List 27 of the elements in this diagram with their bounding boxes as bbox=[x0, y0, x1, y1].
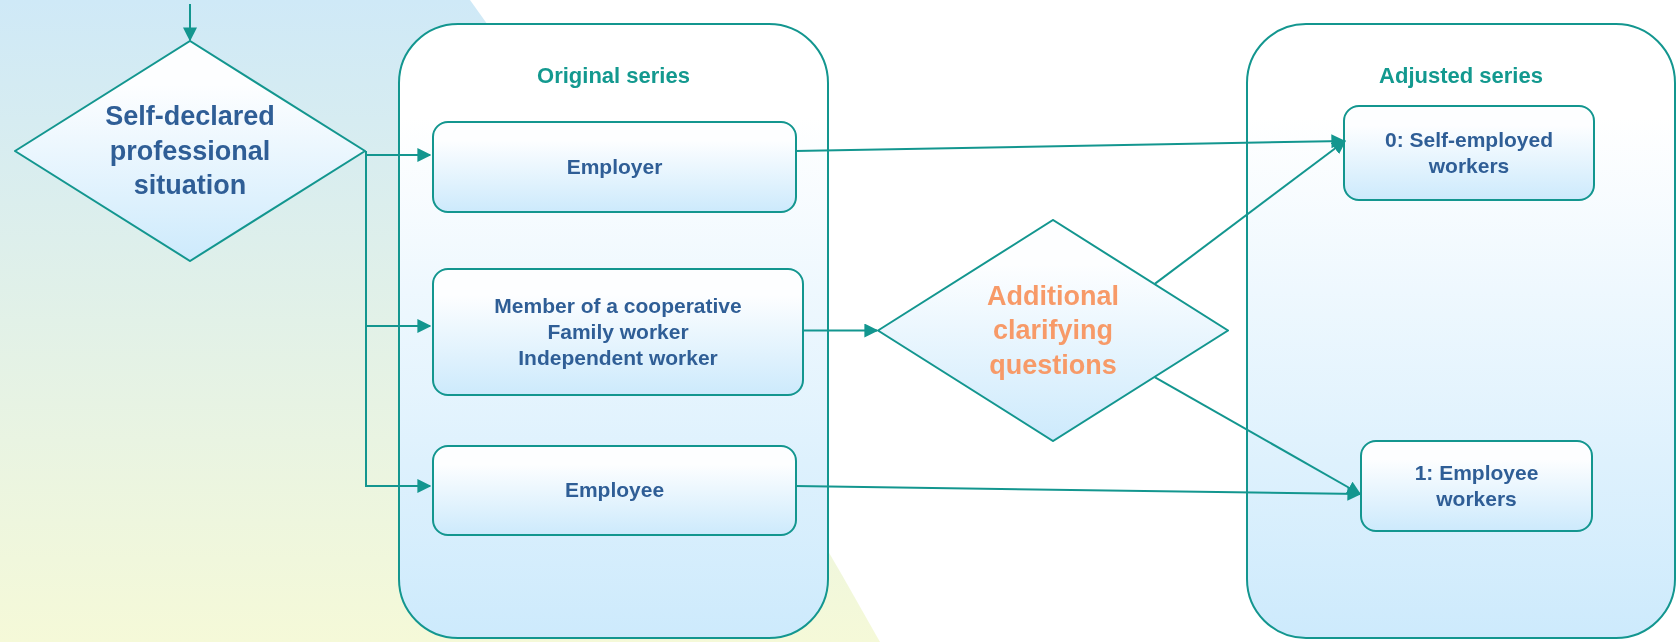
group-heading: Original series bbox=[536, 63, 691, 89]
decision-text: Additional clarifying questions bbox=[986, 279, 1120, 382]
category-box bbox=[432, 445, 797, 536]
group-panel bbox=[398, 23, 829, 639]
category-box bbox=[1360, 440, 1593, 532]
category-label: Member of a cooperative bbox=[493, 292, 743, 319]
decision-diamond bbox=[877, 219, 1229, 442]
arrow bbox=[365, 148, 432, 162]
arrow bbox=[183, 3, 197, 42]
category-label: Employee bbox=[563, 477, 666, 504]
category-label: 0: Self-employed workers bbox=[1383, 126, 1554, 179]
arrow bbox=[794, 134, 1346, 152]
group-heading: Adjusted series bbox=[1378, 63, 1544, 89]
arrow bbox=[794, 485, 1362, 501]
decision-text: Self-declared professional situation bbox=[104, 100, 276, 203]
category-label: Employer bbox=[565, 153, 664, 180]
category-box bbox=[432, 268, 804, 396]
arrow bbox=[801, 323, 879, 338]
category-label: 1: Employee workers bbox=[1413, 459, 1540, 512]
arrow bbox=[1154, 376, 1362, 495]
group-panel bbox=[1246, 23, 1676, 639]
decision-diamond bbox=[14, 40, 366, 262]
category-box bbox=[1343, 105, 1595, 201]
category-box bbox=[432, 121, 797, 213]
category-label: Independent worker bbox=[517, 345, 719, 372]
category-label: Family worker bbox=[546, 318, 690, 345]
arrow bbox=[1154, 140, 1347, 285]
